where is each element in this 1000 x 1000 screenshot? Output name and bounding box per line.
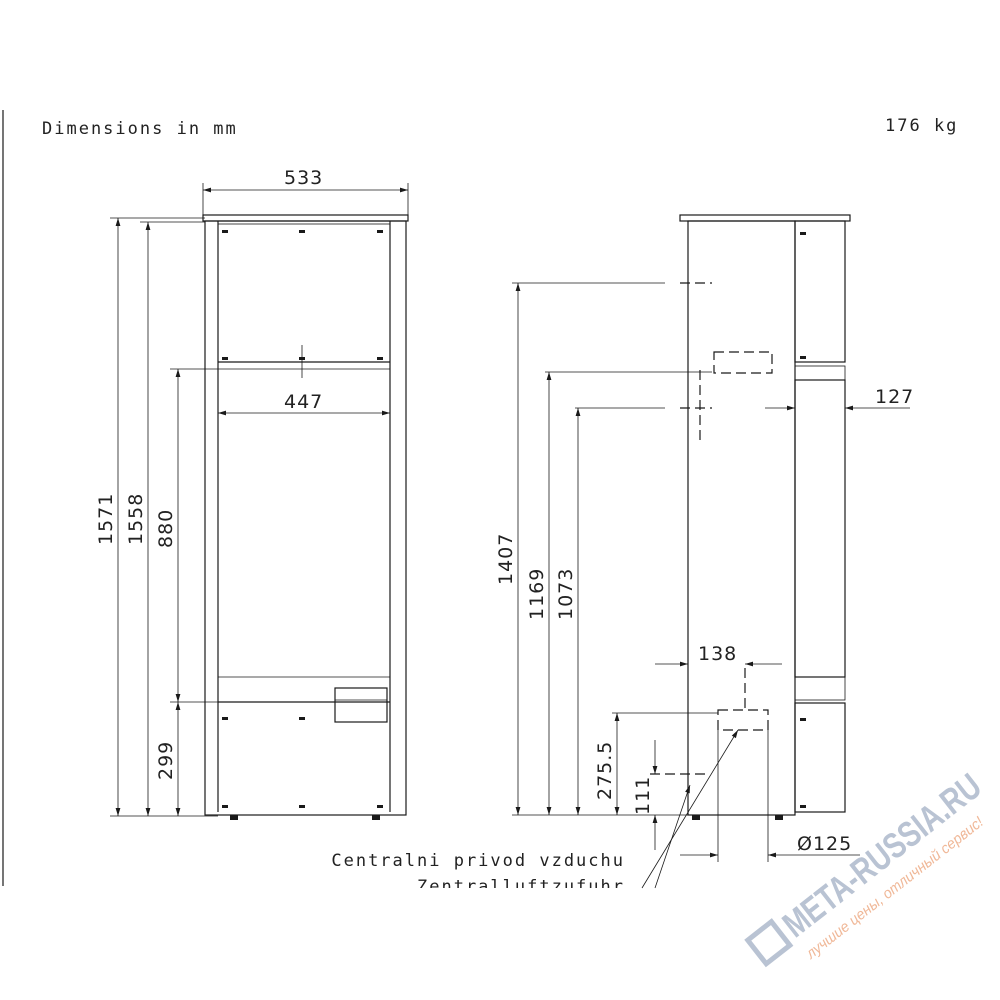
front-view: [202, 214, 409, 820]
front-dimensions: 533 447 1571 1558 880 299: [95, 167, 409, 817]
air-inlet: [717, 709, 769, 731]
watermark-logo-icon: [744, 918, 794, 968]
dim-flue-center: 1169: [526, 568, 548, 620]
units-note: Dimensions in mm: [42, 119, 238, 139]
dim-height-base: 299: [155, 741, 177, 780]
side-view: [679, 214, 851, 820]
dim-width-total: 533: [284, 167, 323, 189]
weight-label: 176 kg: [885, 116, 958, 136]
dim-flue-bottom: 1073: [555, 568, 577, 620]
dim-air-inlet-offset: 138: [698, 643, 737, 665]
dim-air-inlet-diameter: Ø125: [797, 833, 852, 855]
dim-width-inner: 447: [284, 391, 323, 413]
dim-height-total: 1571: [95, 493, 117, 545]
side-dimensions: 1407 1169 1073 127 138 275.5 111 Ø125: [495, 282, 914, 889]
dim-air-inlet-height: 275.5: [594, 741, 616, 800]
annotation-line2: Zentralluftzufuhr: [417, 877, 625, 897]
annotation-line1: Centralni privod vzduchu: [331, 851, 625, 871]
dim-flue-top: 1407: [495, 533, 517, 585]
annotation-clip: Zentralluftzufuhr: [417, 877, 625, 897]
dim-height-body: 1558: [125, 493, 147, 545]
dim-air-inlet-low: 111: [632, 776, 654, 815]
flue-outlet: [713, 351, 773, 374]
ash-drawer-handle: [334, 687, 388, 723]
dim-height-window: 880: [155, 509, 177, 548]
dim-flue-offset: 127: [875, 386, 914, 408]
watermark: META-RUSSIA.RU лучшие цены, отличный сер…: [744, 765, 989, 968]
